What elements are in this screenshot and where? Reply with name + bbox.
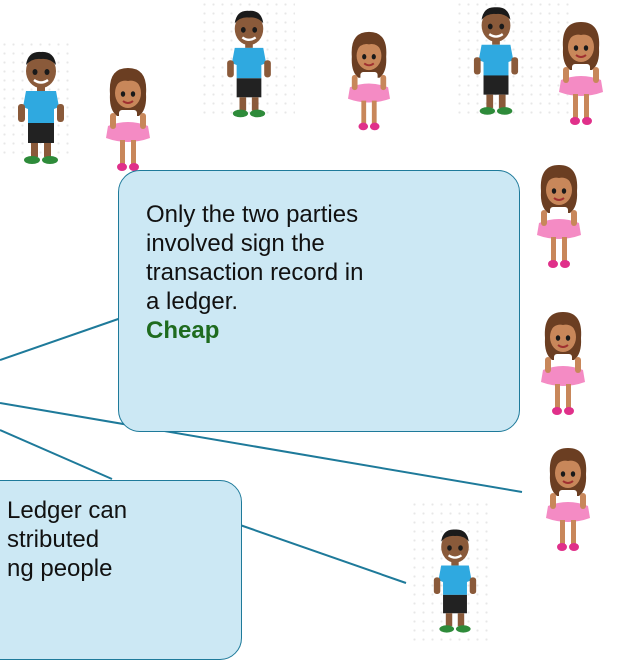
connector-line [0,402,523,493]
connector-line [239,524,407,584]
callout-text-line: ng people [7,555,113,582]
connector-line [0,316,125,361]
boy-avatar-icon [432,525,478,639]
boy-avatar-icon [225,8,273,122]
callout-text-line: stributed [7,526,100,553]
girl-avatar-icon [344,30,394,135]
callout-text-line: a ledger. [146,288,239,315]
callout-text-line: Ledger can [7,497,128,524]
callout-text-line: Only the two parties [146,201,359,228]
boy-avatar-icon [16,48,66,170]
callout-bottom: Ledger can stributed ng people [0,480,242,660]
girl-avatar-icon [555,20,607,130]
girl-avatar-icon [542,446,594,556]
callout-text-line: involved sign the [146,230,325,257]
boy-avatar-icon [472,4,520,120]
girl-avatar-icon [533,163,585,273]
connector-lines [0,316,523,584]
connector-line [0,429,113,480]
callout-main: Only the two parties involved sign the t… [118,170,520,432]
callout-highlight: Cheap [146,317,220,344]
callout-text-line: transaction record in [146,259,364,286]
girl-avatar-icon [103,65,153,177]
girl-avatar-icon [537,310,589,420]
